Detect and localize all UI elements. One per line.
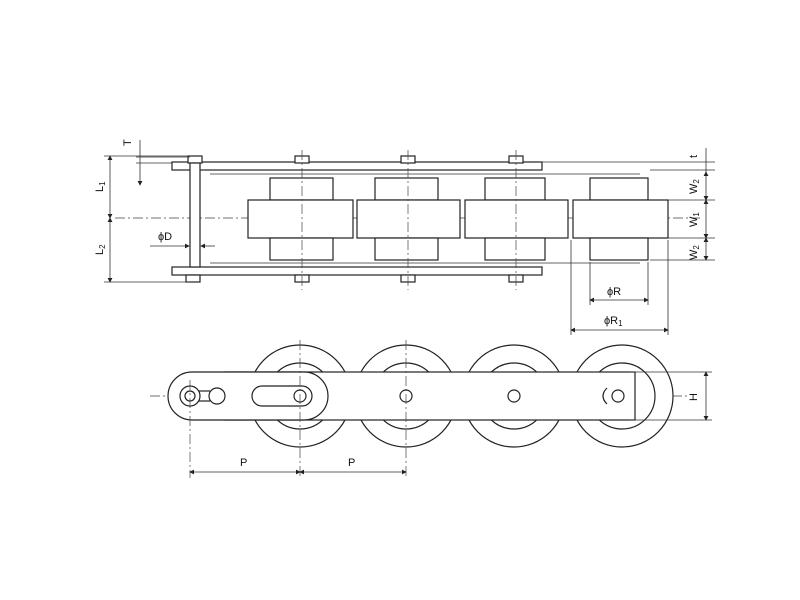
top-view: T L1 L2 ϕD t W2 W1 W2 ϕR ϕR1 xyxy=(94,139,715,335)
keyhole-right xyxy=(208,387,226,405)
label-T: T xyxy=(122,139,134,146)
connecting-pin xyxy=(189,162,201,268)
label-D: ϕD xyxy=(158,231,172,243)
roller-1 xyxy=(247,177,354,261)
label-R: ϕR xyxy=(607,286,621,298)
label-W2-top: W2 xyxy=(688,179,701,194)
roller-3 xyxy=(464,177,569,261)
pin-head-bottom-1 xyxy=(185,274,201,283)
label-P2: P xyxy=(348,457,355,469)
pin-head-top-1 xyxy=(187,155,203,164)
label-H: H xyxy=(688,393,700,401)
roller-2 xyxy=(356,177,461,261)
side-view: P P H xyxy=(150,340,712,478)
top-link-plate xyxy=(171,161,543,171)
label-W2-bottom: W2 xyxy=(688,245,701,260)
offset-link xyxy=(167,371,329,421)
label-L1: L1 xyxy=(94,181,107,192)
roller-4 xyxy=(572,177,669,261)
cotter-pin xyxy=(602,387,608,405)
side-pin-5 xyxy=(611,389,625,403)
label-L2: L2 xyxy=(94,244,107,255)
label-P1: P xyxy=(240,457,247,469)
label-W1: W1 xyxy=(688,212,701,227)
side-pin-4 xyxy=(507,389,521,403)
bottom-link-plate xyxy=(171,266,543,276)
label-R1: ϕR1 xyxy=(604,315,623,328)
label-t: t xyxy=(688,155,700,158)
offset-link-slot xyxy=(251,385,313,407)
